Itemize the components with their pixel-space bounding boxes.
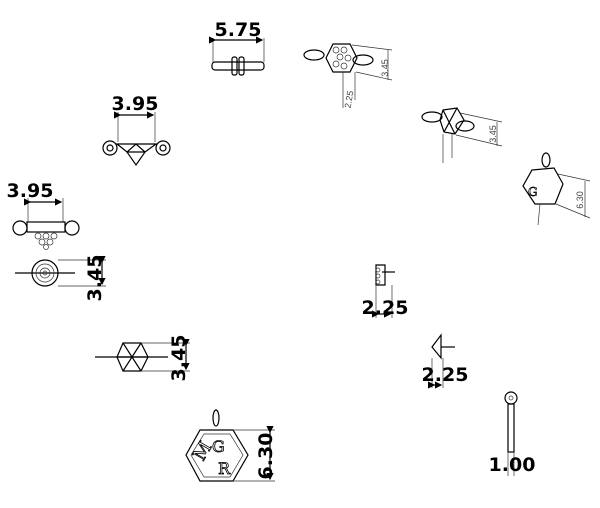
diamond-connector-profile-view: 2.25 bbox=[422, 333, 469, 389]
dimension-label: 3.45 bbox=[168, 335, 190, 382]
diamond-connector-iso-view: 3.45 bbox=[421, 107, 503, 163]
charm-letter: G bbox=[212, 437, 225, 456]
dimension-label: 3.45 bbox=[488, 125, 498, 143]
dimension-label: 3.95 bbox=[7, 180, 54, 202]
pave-connector-top-view: 3.95 bbox=[7, 180, 80, 250]
dimension-label: 3.45 bbox=[380, 59, 390, 77]
dimension-label: 1.00 bbox=[489, 454, 536, 476]
mgr-charm-view: M G R 6.30 bbox=[185, 409, 277, 482]
pave-connector-profile-view: 2.25 bbox=[362, 264, 409, 319]
dimension-label: 6.30 bbox=[575, 191, 585, 209]
dimension-label: 6.30 bbox=[255, 433, 277, 480]
dimension-label: 3.45 bbox=[84, 255, 106, 302]
charm-letter: R bbox=[218, 459, 231, 478]
dimension-label: 2.25 bbox=[343, 90, 356, 109]
dimension-label: 5.75 bbox=[215, 19, 262, 41]
charm-iso-letters: G bbox=[528, 185, 538, 199]
pave-connector-iso-view: 3.45 2.25 bbox=[303, 43, 393, 109]
pave-connector-side-view: 3.45 bbox=[15, 255, 106, 302]
dimension-label: 2.25 bbox=[422, 364, 469, 386]
mgr-charm-iso-view: G 6.30 bbox=[522, 152, 591, 226]
diamond-connector-view: 3.95 bbox=[102, 93, 171, 167]
mgr-charm-profile-view: 1.00 bbox=[489, 391, 536, 476]
dimension-label: 2.25 bbox=[362, 297, 409, 319]
bar-connector-view: 5.75 bbox=[209, 19, 265, 76]
dimension-label: 3.95 bbox=[112, 93, 159, 115]
hexagon-connector-view: 3.45 bbox=[95, 335, 190, 382]
